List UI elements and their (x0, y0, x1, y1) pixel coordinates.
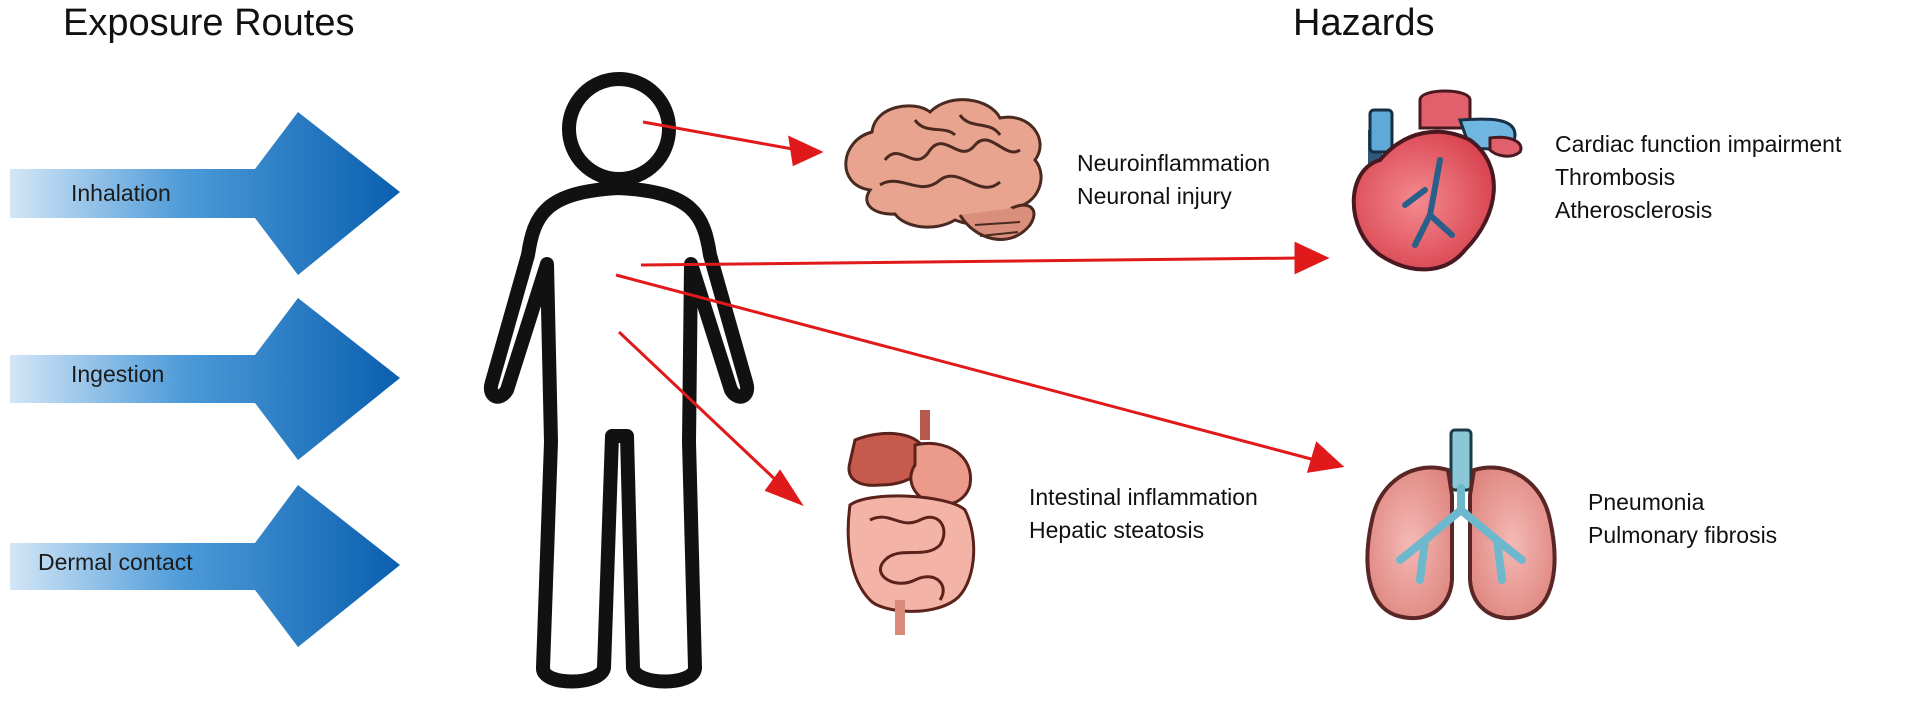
hazards-heading: Hazards (1293, 2, 1435, 44)
route-arrow-ingestion (10, 298, 400, 460)
digestive-system-icon (846, 410, 976, 635)
route-arrow-inhalation (10, 112, 400, 275)
heart-hazard-list: Cardiac function impairment Thrombosis A… (1555, 128, 1841, 227)
hazard-arrows (615, 120, 1345, 507)
route-label-ingestion: Ingestion (71, 361, 165, 387)
exposure-routes-heading: Exposure Routes (63, 2, 355, 44)
digestive-hazard-item: Hepatic steatosis (1029, 517, 1205, 543)
human-body-icon (483, 72, 755, 689)
lungs-hazard-item: Pneumonia (1588, 489, 1705, 515)
heart-hazard-item: Atherosclerosis (1555, 197, 1713, 223)
brain-hazard-item: Neuronal injury (1077, 183, 1232, 209)
lungs-hazard-item: Pulmonary fibrosis (1588, 522, 1778, 548)
brain-icon (844, 98, 1043, 241)
brain-hazard-list: Neuroinflammation Neuronal injury (1077, 147, 1270, 213)
heart-hazard-item: Cardiac function impairment (1555, 131, 1842, 157)
route-arrow-dermal-contact (10, 485, 400, 647)
heart-icon (1351, 89, 1523, 272)
digestive-hazard-item: Intestinal inflammation (1029, 484, 1258, 510)
brain-hazard-item: Neuroinflammation (1077, 150, 1271, 176)
digestive-hazard-list: Intestinal inflammation Hepatic steatosi… (1029, 481, 1258, 547)
heart-hazard-item: Thrombosis (1555, 164, 1676, 190)
route-label-dermal-contact: Dermal contact (38, 549, 193, 575)
lungs-icon (1365, 428, 1557, 621)
lungs-hazard-list: Pneumonia Pulmonary fibrosis (1588, 486, 1777, 552)
route-label-inhalation: Inhalation (71, 180, 171, 206)
